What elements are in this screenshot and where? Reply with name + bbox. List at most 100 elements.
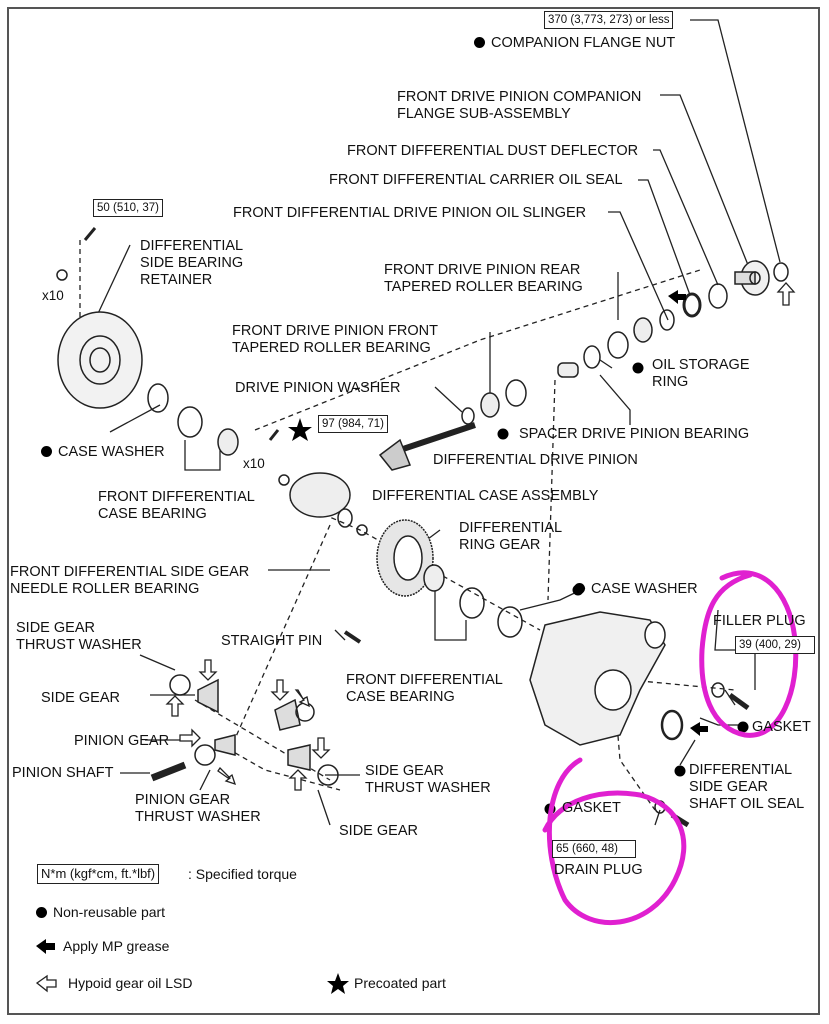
case-assembly-part <box>289 472 353 528</box>
legend-non-reusable: Non-reusable part <box>36 904 165 921</box>
non-reusable-dot-icon <box>41 446 52 457</box>
hand-annotations <box>542 570 799 925</box>
rear-bearing-race-part <box>607 331 629 359</box>
label-case-assembly: DIFFERENTIAL CASE ASSEMBLY <box>372 488 599 504</box>
non-reusable-dot-icon <box>737 721 749 733</box>
hypoid-arrow-icon <box>294 689 310 708</box>
label-straight-pin: STRAIGHT PIN <box>221 633 323 649</box>
side-gear-left-part <box>197 678 219 714</box>
case-washer-right-part <box>497 606 523 638</box>
case-washer-left-part <box>147 383 169 413</box>
label-drive-pinion-washer: DRIVE PINION WASHER <box>235 380 401 396</box>
side-gear-oil-seal-part <box>660 709 684 741</box>
retainer-bolt-small-part <box>56 269 68 281</box>
non-reusable-dot-icon <box>474 37 485 48</box>
needle-bearing-left-part <box>278 474 290 486</box>
mp-grease-arrow-icon <box>690 722 708 736</box>
pinion-shaft-part <box>150 761 187 782</box>
case-bearing-right-part <box>423 564 445 592</box>
label-gasket-drain: GASKET <box>562 800 621 816</box>
leader-lines <box>79 19 781 826</box>
label-x10-ring-gear: x10 <box>243 456 265 471</box>
drive-pinion-part <box>378 422 476 471</box>
label-pinion-shaft: PINION SHAFT <box>12 765 114 781</box>
hypoid-arrow-icon <box>270 679 290 701</box>
legend-torque-box: N*m (kgf*cm, ft.*lbf) <box>37 864 160 884</box>
label-side-gear-right: SIDE GEAR <box>339 823 418 839</box>
torque-ring-gear-box: 97 (984, 71) <box>318 415 389 433</box>
rear-bearing-part <box>633 317 653 343</box>
label-text: COMPANION FLANGE NUT <box>491 35 676 51</box>
torque-retainer-box: 50 (510, 37) <box>93 199 164 217</box>
hypoid-oil-icons <box>165 282 796 791</box>
side-gear-right-part <box>287 744 311 771</box>
mp-grease-icons <box>668 290 708 736</box>
companion-flange-part <box>734 260 770 296</box>
label-ring-gear: DIFFERENTIAL RING GEAR <box>459 520 563 553</box>
legend-mp-grease: Apply MP grease <box>63 938 170 954</box>
label-spacer: SPACER DRIVE PINION BEARING <box>519 426 750 442</box>
pinion-washer-part <box>461 407 475 425</box>
hypoid-arrow-icon <box>198 659 218 681</box>
hypoid-arrow-icon <box>311 737 331 759</box>
retainer-bolt-part <box>83 227 97 241</box>
label-pinion-gear-thrust-washer: PINION GEAR THRUST WASHER <box>135 792 261 825</box>
torque-companion-nut-box: 370 (3,773, 273) or less <box>544 11 674 29</box>
hypoid-arrow-icon <box>776 282 796 306</box>
non-reusable-dot-icon <box>36 907 47 918</box>
label-case-bearing-left: FRONT DIFFERENTIAL CASE BEARING <box>98 489 255 522</box>
legend-text: Non-reusable part <box>53 904 166 920</box>
side-thrust-washer-right-part <box>317 764 339 786</box>
pinion-thrust-washer-part <box>194 744 216 766</box>
flange-nut-part <box>773 262 789 282</box>
case-bearing-left-part <box>217 428 239 456</box>
legend-torque-text: : Specified torque <box>188 866 297 882</box>
non-reusable-dot-icon <box>574 583 585 594</box>
front-bearing-race-part <box>505 379 527 407</box>
oil-storage-ring-part <box>583 345 601 369</box>
label-companion-flange-nut: COMPANION FLANGE NUT <box>474 35 675 52</box>
label-drive-pinion: DIFFERENTIAL DRIVE PINION <box>433 452 638 468</box>
label-front-bearing: FRONT DRIVE PINION FRONT TAPERED ROLLER … <box>232 323 438 356</box>
non-reusable-dot-icon <box>632 362 644 374</box>
label-needle-bearing: FRONT DIFFERENTIAL SIDE GEAR NEEDLE ROLL… <box>10 564 250 597</box>
label-case-bearing-right: FRONT DIFFERENTIAL CASE BEARING <box>346 672 503 705</box>
label-oil-storage-ring: OIL STORAGE RING <box>652 357 750 390</box>
legend-precoated: Precoated part <box>354 975 446 991</box>
label-text: CASE WASHER <box>591 581 698 597</box>
label-carrier-oil-seal: FRONT DIFFERENTIAL CARRIER OIL SEAL <box>329 172 623 188</box>
hypoid-arrow-icon <box>179 728 201 748</box>
case-bearing-left-race-part <box>177 406 203 438</box>
pinion-gear-part <box>214 734 236 756</box>
carrier-housing-part <box>529 611 666 746</box>
label-filler-plug: FILLER PLUG <box>713 613 806 629</box>
label-drain-plug: DRAIN PLUG <box>554 862 643 878</box>
oil-slinger-part <box>659 309 675 331</box>
non-reusable-dot-icon <box>497 428 509 440</box>
label-side-thrust-washer-right: SIDE GEAR THRUST WASHER <box>365 763 491 796</box>
label-pinion-gear: PINION GEAR <box>74 733 170 749</box>
torque-drain-box: 65 (660, 48) <box>552 840 636 858</box>
dust-deflector-part <box>708 283 728 309</box>
mp-grease-arrow-icon <box>668 290 686 304</box>
label-side-gear-oil-seal: DIFFERENTIAL SIDE GEAR SHAFT OIL SEAL <box>689 762 805 812</box>
case-bearing-right-race-part <box>459 587 485 619</box>
label-case-washer-left: CASE WASHER <box>41 444 165 461</box>
label-text: CASE WASHER <box>58 444 165 460</box>
side-thrust-washer-left-part <box>169 674 191 696</box>
parts <box>56 227 789 828</box>
pinion-gear-upper-part <box>274 698 301 731</box>
front-bearing-part <box>480 392 500 418</box>
label-side-bearing-retainer: DIFFERENTIAL SIDE BEARING RETAINER <box>140 238 244 288</box>
filler-plug-part <box>728 692 750 711</box>
side-bearing-retainer-part <box>57 311 143 409</box>
label-gasket-filler: GASKET <box>752 719 811 735</box>
label-oil-slinger: FRONT DIFFERENTIAL DRIVE PINION OIL SLIN… <box>233 205 587 221</box>
hypoid-arrow-icon <box>217 766 237 786</box>
hypoid-arrow-icon <box>288 769 308 791</box>
carrier-oil-seal-part <box>682 292 702 318</box>
drain-plug-highlight <box>542 757 687 925</box>
torque-filler-box: 39 (400, 29) <box>735 636 815 654</box>
